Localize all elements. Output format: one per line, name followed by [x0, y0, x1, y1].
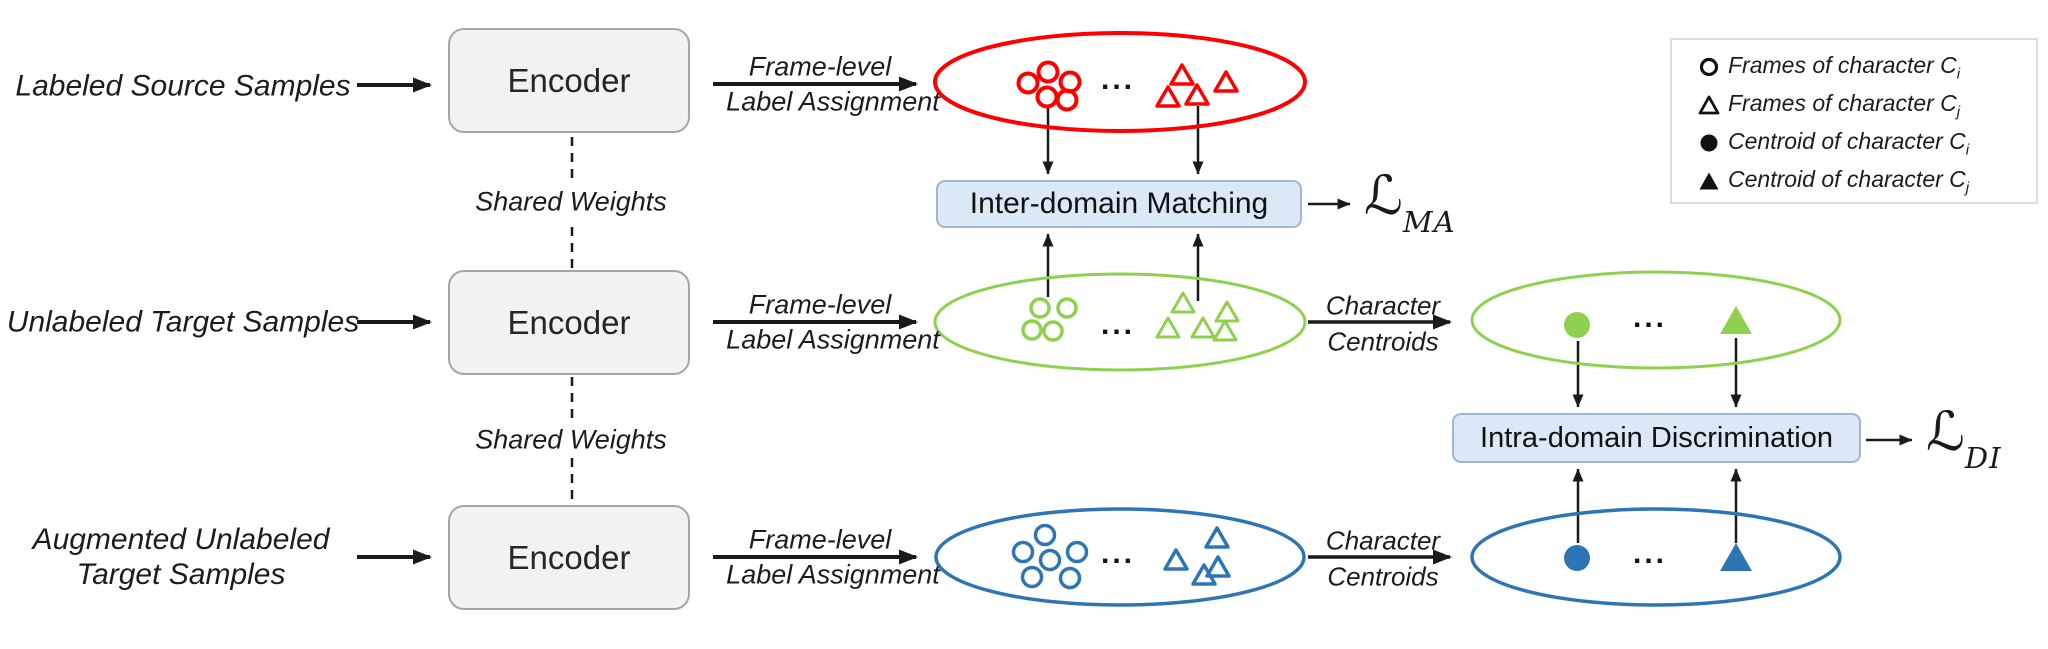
shared-weights-label-top: Shared Weights: [475, 186, 667, 217]
flow-arrows: [357, 76, 1913, 565]
character-label-row2: Character: [1325, 290, 1441, 321]
target-centroid-symbols: [1564, 306, 1752, 338]
filled-triangle-icon: [1698, 170, 1728, 192]
intra-domain-discrimination-box: Intra-domain Discrimination: [1452, 413, 1861, 463]
target-input-label: Unlabeled Target Samples: [6, 305, 360, 339]
legend-box: Frames of character Ci Frames of charact…: [1670, 38, 2038, 204]
loss-ma-script-l: ℒ: [1364, 164, 1403, 227]
vertical-arrows: [1042, 106, 1742, 543]
target-frame-set: [933, 270, 1842, 372]
augmented-input-label-line2: Target Samples: [76, 558, 286, 591]
frame-level-label-row2: Frame-level: [748, 289, 892, 320]
augmented-input-label: Augmented Unlabeled Target Samples: [33, 522, 330, 592]
shared-weights-label-bottom: Shared Weights: [475, 424, 667, 455]
legend-label: Frames of character Cj: [1728, 89, 1961, 121]
target-frame-ellipsis: ...: [1100, 308, 1136, 341]
centroids-label-row3: Centroids: [1327, 561, 1439, 592]
augmented-centroid-symbols: [1564, 543, 1752, 571]
source-input-label: Labeled Source Samples: [15, 69, 351, 103]
legend-label: Centroid of character Ci: [1728, 127, 1970, 159]
loss-di: ℒDI: [1926, 405, 2002, 484]
open-triangle-icon: [1698, 94, 1728, 116]
label-assignment-label-row3: Label Assignment: [726, 559, 940, 590]
legend-row-frames-ci: Frames of character Ci: [1698, 48, 2036, 86]
frame-level-label-row3: Frame-level: [748, 524, 892, 555]
legend-row-frames-cj: Frames of character Cj: [1698, 86, 2036, 124]
augmented-centroid-ellipsis: ...: [1632, 537, 1668, 570]
loss-di-subscript: DI: [1964, 441, 2002, 475]
loss-di-script-l: ℒ: [1926, 400, 1965, 463]
character-label-row3: Character: [1325, 525, 1441, 556]
augmented-input-label-line1: Augmented Unlabeled: [32, 523, 330, 556]
target-centroid-ellipsis: ...: [1632, 301, 1668, 334]
label-assignment-label-row1: Label Assignment: [726, 86, 940, 117]
source-frame-set: [933, 31, 1307, 133]
inter-domain-matching-box: Inter-domain Matching: [936, 180, 1302, 228]
legend-row-centroid-ci: Centroid of character Ci: [1698, 124, 2036, 162]
encoder-box-augmented: Encoder: [448, 505, 690, 610]
legend-label: Centroid of character Cj: [1728, 165, 1970, 197]
open-circle-icon: [1698, 56, 1728, 78]
augmented-frame-set: [934, 507, 1842, 607]
source-frame-ellipsis: ...: [1100, 63, 1136, 96]
frame-level-label-row1: Frame-level: [748, 51, 892, 82]
loss-ma: ℒMA: [1364, 169, 1456, 248]
centroids-label-row2: Centroids: [1327, 326, 1439, 357]
filled-circle-icon: [1698, 132, 1728, 154]
encoder-box-source: Encoder: [448, 28, 690, 133]
label-assignment-label-row2: Label Assignment: [726, 324, 940, 355]
loss-ma-subscript: MA: [1402, 205, 1456, 239]
legend-label: Frames of character Ci: [1728, 51, 1961, 83]
augmented-frame-ellipsis: ...: [1100, 537, 1136, 570]
legend-row-centroid-cj: Centroid of character Cj: [1698, 162, 2036, 200]
encoder-box-target: Encoder: [448, 270, 690, 375]
